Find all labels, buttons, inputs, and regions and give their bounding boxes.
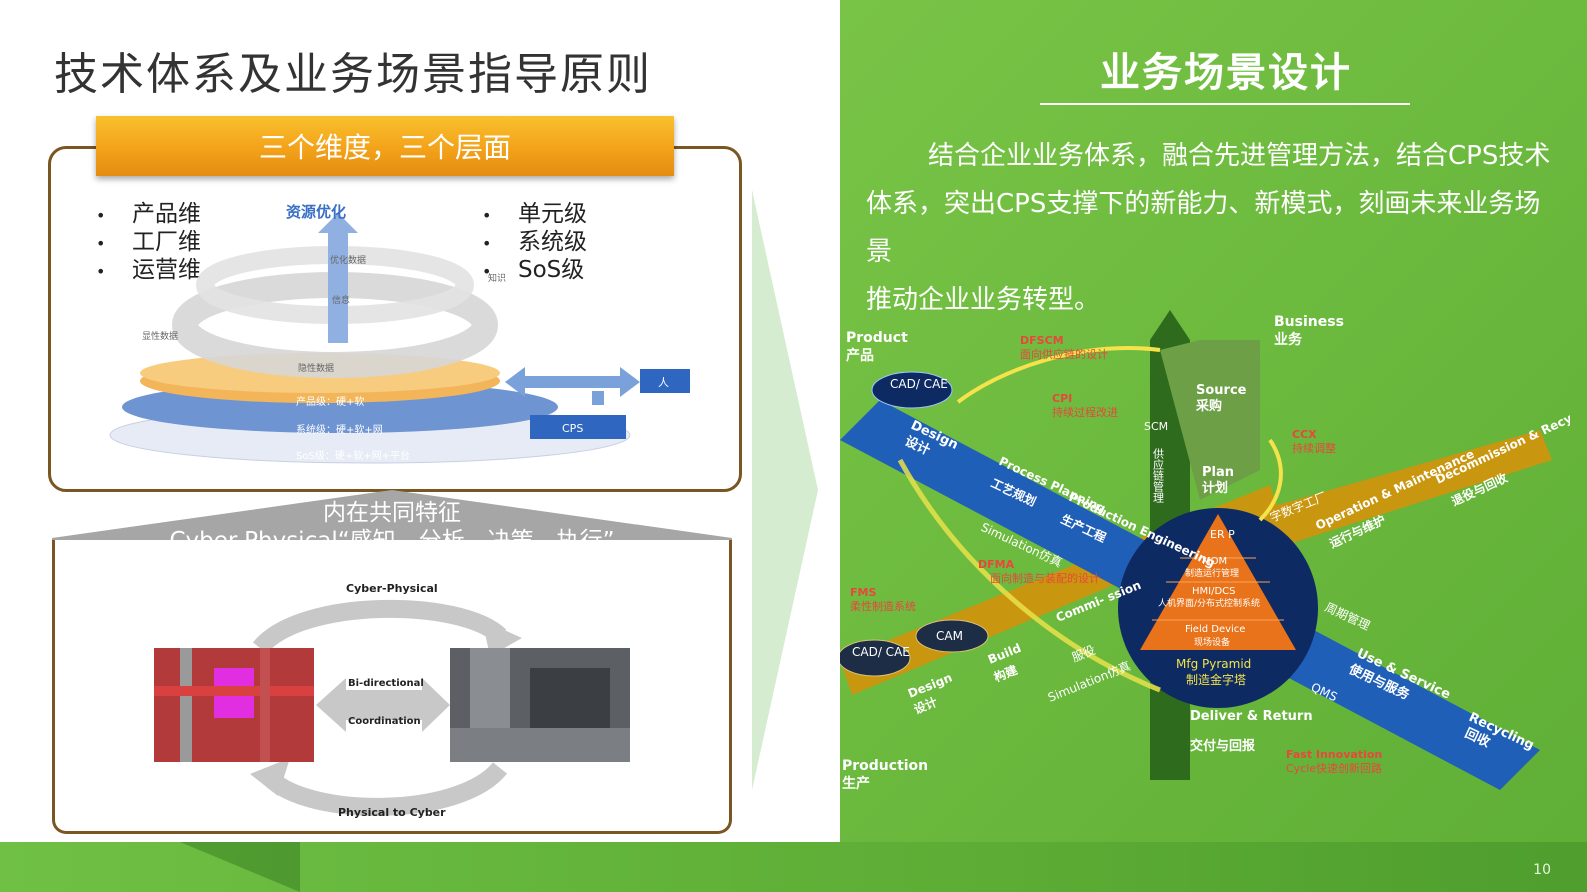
mom-cn-label: 制造运行管理 [1185, 567, 1239, 579]
product-label: Product [846, 330, 908, 346]
scenario-paragraph: 结合企业业务体系，融合先进管理方法，结合CPS技术 体系，突出CPS支撑下的新能… [866, 132, 1566, 324]
cad-cae-bottom-label: CAD/ CAE [852, 645, 910, 659]
page-title: 技术体系及业务场景指导原则 [54, 49, 652, 100]
hmi-cn-label: 人机界面/分布式控制系统 [1158, 597, 1260, 609]
explicit-data-label: 显性数据 [142, 330, 178, 342]
paragraph-line-1: 结合企业业务体系，融合先进管理方法，结合CPS技术 [928, 141, 1551, 171]
cad-cae-bottom [840, 639, 911, 677]
erp-label: ER P [1210, 528, 1235, 541]
cam-ellipse [915, 619, 989, 653]
fms-cn-label: 柔性制造系统 [850, 599, 916, 613]
pyramid-label: Mfg Pyramid [1176, 657, 1251, 671]
page-number: 10 [1533, 862, 1551, 878]
deliver-cn-label: 交付与回报 [1190, 738, 1256, 754]
cpi-cn-label: 持续过程改进 [1052, 405, 1118, 419]
list-item: 系统级 [482, 228, 587, 256]
physical-to-cyber-label: Physical to Cyber [338, 806, 446, 819]
scm-label: SCM [1144, 420, 1168, 433]
hmi-label: HMI/DCS [1192, 586, 1236, 597]
business-column [1160, 340, 1260, 500]
dfscm-label: DFSCM [1020, 334, 1064, 347]
production-label: Production [842, 758, 928, 774]
plan-arrow [1258, 438, 1283, 522]
person-box [640, 369, 690, 393]
build-label: Build [986, 641, 1023, 667]
knowledge-label: 知识 [488, 272, 506, 284]
cps-label: CPS [562, 422, 583, 435]
field-device-cn-label: 现场设备 [1194, 636, 1230, 648]
fms-label: FMS [850, 586, 876, 599]
cad-cae-top-label: CAD/ CAE [890, 377, 948, 391]
double-arrow-icon [505, 367, 640, 397]
footer-bar [0, 842, 1587, 892]
dfma-label: DFMA [978, 558, 1015, 571]
common-feature-title: 内在共同特征 [323, 500, 461, 526]
dimension-list: 产品维 工厂维 运营维 [96, 200, 201, 284]
fast-innovation-cn-label: Cycle快速创新回路 [1286, 761, 1382, 775]
dimensions-banner-text: 三个维度，三个层面 [258, 131, 511, 164]
framework-diagram: Product 产品 Business 业务 Production 生产 CAD… [840, 310, 1570, 792]
gold-band-upper [1260, 430, 1552, 550]
ccx-cn-label: 持续调整 [1292, 441, 1336, 455]
cpi-label: CPI [1052, 392, 1072, 405]
scenario-title: 业务场景设计 [1100, 50, 1352, 96]
arrow-up-icon [318, 213, 358, 343]
dfscm-arrow [956, 346, 1161, 404]
business-label: Business [1274, 314, 1344, 330]
plan-cn-label: 计划 [1202, 480, 1228, 496]
mom-label: MOM [1202, 556, 1227, 567]
source-cn-label: 采购 [1195, 398, 1222, 414]
sos-layer-label: SoS级：硬+软+网+平台 [296, 449, 410, 462]
list-item: SoS级 [482, 256, 587, 284]
dfscm-cn-label: 面向供应链的设计 [1020, 347, 1108, 361]
pyramid-cn-label: 制造金字塔 [1186, 672, 1246, 687]
simulation-bottom-label: Simulation仿真 [1046, 659, 1133, 705]
cad-cae-top [871, 371, 953, 409]
level-list: 单元级 系统级 SoS级 [482, 200, 587, 284]
system-layer-label: 系统级：硬+软+网 [296, 423, 383, 436]
lifecycle-label: 周期管理 [1323, 599, 1373, 633]
build-cn-label: 构建 [992, 662, 1021, 685]
info-label: 信息 [332, 294, 350, 306]
plan-label: Plan [1202, 465, 1234, 480]
list-item: 工厂维 [96, 228, 201, 256]
cam-label: CAM [936, 629, 963, 643]
ccx-label: CCX [1292, 428, 1317, 441]
cyber-physical-label: Cyber-Physical [346, 582, 438, 595]
scm-cn-label: 供应链管理 [1152, 447, 1165, 503]
product-cn-label: 产品 [846, 347, 874, 364]
source-label: Source [1196, 383, 1247, 398]
dfma-arrow [897, 458, 1161, 693]
cyber-physical-diagram: Cyber-Physical Bi-directional Coordinati… [154, 582, 630, 819]
dimensions-banner: 三个维度，三个层面 [96, 116, 674, 176]
field-device-label: Field Device [1185, 624, 1245, 635]
list-item: 运营维 [96, 256, 201, 284]
chevron-separator [752, 190, 818, 790]
deliver-label: Deliver & Return [1190, 709, 1313, 724]
bottom-loop-arrow [263, 761, 508, 816]
list-item: 单元级 [482, 200, 587, 228]
dfma-cn-label: 面向制造与装配的设计 [990, 571, 1100, 585]
resource-optimize-label: 资源优化 [286, 203, 346, 221]
optimize-label: 优化数据 [330, 254, 366, 266]
fast-innovation-label: Fast Innovation [1286, 748, 1382, 761]
coordination-label: Coordination [348, 716, 421, 727]
list-item: 产品维 [96, 200, 201, 228]
title-underline [1040, 103, 1410, 105]
production-cn-label: 生产 [842, 775, 870, 792]
common-feature-subtitle: Cyber-Physical“感知、分析、决策、执行” [169, 528, 615, 554]
layer-diagram: 资源优化 优化数据 知识 信息 显性数据 隐性数据 产品级：硬+软 系统级：硬+… [109, 203, 690, 464]
business-cn-label: 业务 [1274, 331, 1303, 348]
implicit-data-label: 隐性数据 [298, 362, 334, 374]
paragraph-line-2: 体系，突出CPS支撑下的新能力、新模式，刻画未来业务场景 [866, 189, 1541, 267]
product-layer-label: 产品级：硬+软 [296, 395, 364, 408]
person-label: 人 [658, 376, 669, 389]
paragraph-line-3: 推动企业业务转型。 [866, 285, 1101, 315]
bidirectional-label: Bi-directional [348, 678, 424, 689]
bidirectional-arrow-icon [316, 678, 450, 732]
cps-box [530, 415, 626, 439]
top-loop-arrow [252, 599, 507, 655]
